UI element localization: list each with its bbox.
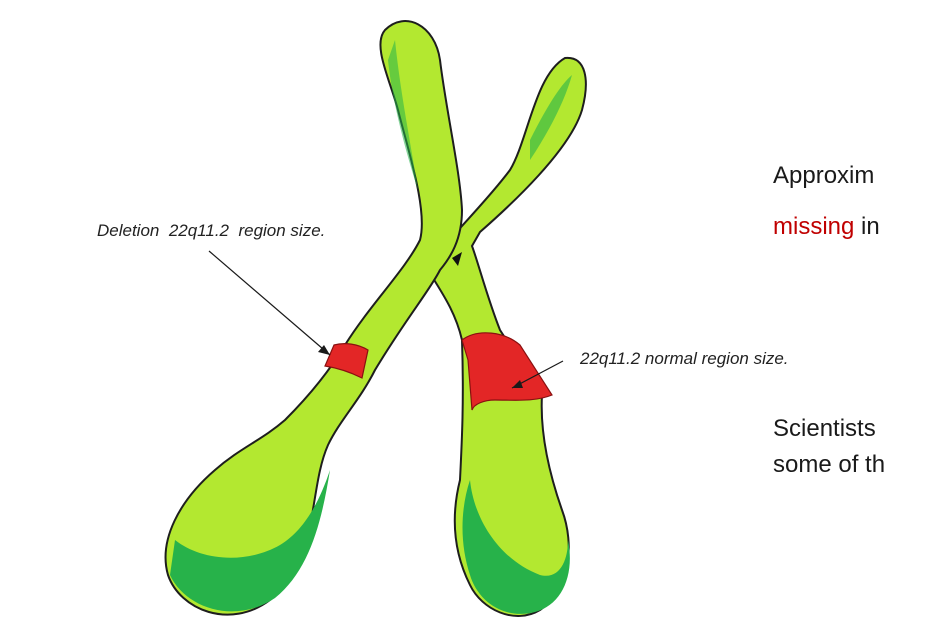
left-chromatid <box>166 21 462 615</box>
deletion-label: Deletion 22q11.2 region size. <box>97 221 325 241</box>
deletion-arrow-line <box>209 251 330 355</box>
body-text-line-2-rest: in <box>854 213 879 240</box>
body-text-line-1: Approxim <box>773 161 874 191</box>
body-text-line-4: some of th <box>773 450 885 480</box>
body-text-line-3: Scientists <box>773 414 876 444</box>
normal-region <box>462 333 552 410</box>
highlight-word-missing: missing <box>773 213 854 240</box>
body-text-line-2: missing in <box>773 212 880 242</box>
normal-region-label: 22q11.2 normal region size. <box>580 349 789 369</box>
